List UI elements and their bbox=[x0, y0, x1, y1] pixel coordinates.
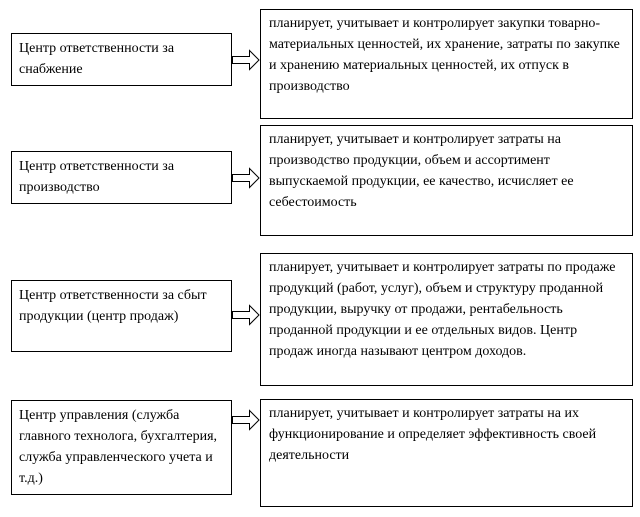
center-label-production: Центр ответственности за производство bbox=[19, 159, 175, 195]
center-label-sales: Центр ответственности за сбыт продукции … bbox=[19, 288, 207, 324]
description-text-production: планирует, учитывает и контролирует затр… bbox=[269, 132, 574, 210]
center-label-supply: Центр ответственности за снабжение bbox=[19, 41, 175, 77]
description-text-supply: планирует, учитывает и контролирует заку… bbox=[269, 16, 620, 94]
arrow-right-icon bbox=[232, 167, 260, 189]
description-text-management: планирует, учитывает и контролирует затр… bbox=[269, 406, 597, 463]
center-box-supply: Центр ответственности за снабжение bbox=[11, 33, 232, 86]
description-box-sales: планирует, учитывает и контролирует затр… bbox=[260, 253, 633, 386]
center-box-production: Центр ответственности за производство bbox=[11, 151, 232, 204]
arrow-right-icon bbox=[232, 49, 260, 71]
description-text-sales: планирует, учитывает и контролирует затр… bbox=[269, 260, 616, 359]
description-box-production: планирует, учитывает и контролирует затр… bbox=[260, 125, 633, 236]
center-box-sales: Центр ответственности за сбыт продукции … bbox=[11, 280, 232, 352]
center-label-management: Центр управления (служба главного технол… bbox=[19, 408, 218, 486]
description-box-supply: планирует, учитывает и контролирует заку… bbox=[260, 9, 633, 119]
center-box-management: Центр управления (служба главного технол… bbox=[11, 400, 232, 495]
arrow-right-icon bbox=[232, 409, 260, 431]
description-box-management: планирует, учитывает и контролирует затр… bbox=[260, 399, 633, 507]
arrow-right-icon bbox=[232, 304, 260, 326]
